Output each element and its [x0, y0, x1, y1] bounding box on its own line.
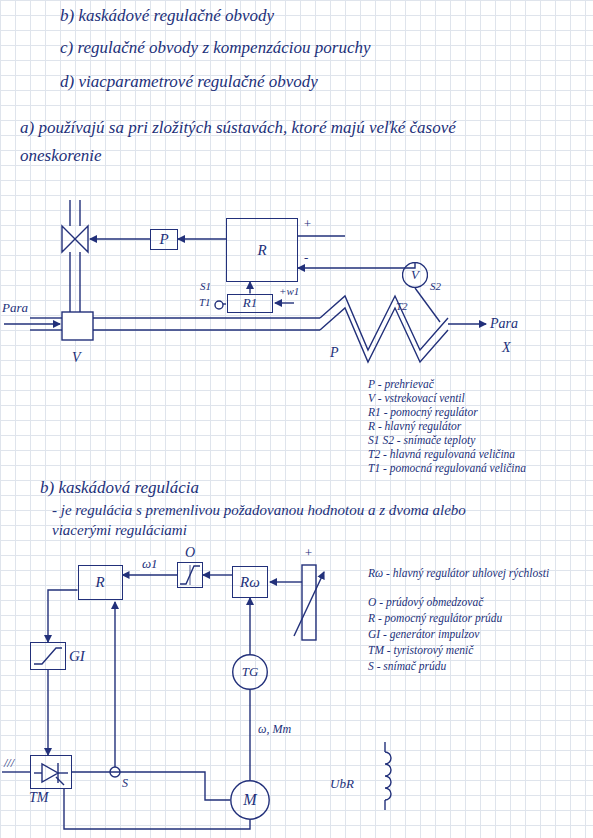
- legend-text: GI - generátor impulzov: [368, 628, 479, 640]
- node-label: Rω: [240, 574, 260, 591]
- limiter-box: O: [177, 562, 203, 588]
- current-controller-box: R: [78, 565, 123, 600]
- signal-label: UbR: [330, 776, 354, 792]
- node-label: P: [159, 231, 168, 248]
- node-label: R1: [243, 296, 257, 310]
- signal-label: -: [304, 250, 308, 266]
- node-label: V: [411, 268, 419, 282]
- connector: [123, 574, 178, 575]
- supply-wire: [2, 771, 30, 772]
- legend-text: O - prúdový obmedzovač: [368, 596, 483, 608]
- connector: [72, 772, 230, 800]
- paragraph-text: a) používajú sa pri zložitých sústavách,…: [20, 114, 490, 170]
- pulse-generator-box: GI: [30, 642, 66, 670]
- connector: [64, 789, 250, 829]
- injection-box: [62, 312, 93, 340]
- legend-text: S - snímač prúdu: [368, 660, 446, 672]
- legend-text: V - vstrekovací ventil: [368, 392, 465, 404]
- limiter-symbol: [180, 565, 200, 585]
- signal-label: T1: [199, 296, 211, 308]
- node-label: GI: [69, 648, 85, 665]
- connector: [47, 670, 48, 755]
- ramp-symbol: [34, 648, 62, 664]
- signal-label: +: [304, 545, 313, 561]
- aux-controller-box: R1: [227, 294, 273, 313]
- legend-text: P - prehrievač: [368, 378, 434, 390]
- node-label: TM: [29, 790, 48, 805]
- field-coil: [385, 742, 391, 810]
- heading-text: b) kaskádové regulačné obvody: [60, 6, 274, 26]
- setpoint-wire: [298, 235, 345, 236]
- connector: [249, 690, 250, 780]
- connector: [298, 262, 415, 268]
- heading-text: b) kaskádová regulácia: [40, 478, 199, 498]
- actuator-box: P: [150, 229, 178, 250]
- connector: [178, 238, 226, 239]
- medium-label: Para: [490, 316, 518, 332]
- part-label: V: [72, 350, 81, 366]
- node-label: M: [243, 791, 256, 809]
- tachogenerator-circle: TG: [232, 654, 268, 690]
- legend-text: T2 - hlavná regulovaná veličina: [368, 448, 515, 460]
- connector: [249, 598, 250, 654]
- node-label: O: [185, 545, 195, 560]
- heading-text: d) viacparametrové regulačné obvody: [60, 72, 318, 92]
- feedback-wire: [114, 602, 115, 767]
- paragraph-text: - je regulácia s premenlivou požadovanou…: [52, 500, 502, 540]
- signal-label: +w1: [279, 285, 299, 297]
- speed-controller-box: Rω: [232, 566, 268, 598]
- temperature-sensor: [215, 301, 223, 309]
- setpoint-wire: [275, 302, 294, 303]
- phase-mark: ///: [4, 756, 14, 771]
- node-label: R: [95, 574, 104, 591]
- connector: [249, 282, 250, 294]
- legend-text: TM - tyristorový menič: [368, 644, 473, 656]
- sensor-wire: [415, 288, 440, 322]
- signal-label: ω, Mm: [258, 722, 291, 737]
- legend-text: T1 - pomocná regulovaná veličina: [368, 462, 526, 474]
- main-controller-box: R: [226, 218, 298, 282]
- sensor-circle: V: [402, 262, 428, 288]
- heading-text: c) regulačné obvody z kompenzáciou poruc…: [60, 38, 370, 58]
- connector: [203, 574, 232, 575]
- legend-text: S1 S2 - snímače teploty: [368, 434, 475, 446]
- node-label: R: [257, 242, 266, 259]
- medium-label: Para: [2, 300, 28, 316]
- part-label: S: [122, 776, 128, 791]
- sensor-label: S1: [200, 280, 211, 292]
- signal-label: T2: [396, 300, 408, 312]
- thyristor-symbol: [34, 763, 68, 785]
- legend-text: R - pomocný regulátor prúdu: [368, 612, 502, 624]
- legend-text: Rω - hlavný regulátor uhlovej rýchlosti: [368, 566, 583, 580]
- edge-label: ω1: [140, 556, 160, 572]
- node-label: TG: [242, 665, 259, 679]
- signal-label: +: [303, 216, 312, 232]
- connector: [48, 590, 78, 642]
- legend-text: R1 - pomocný regulátor: [368, 406, 478, 418]
- motor-circle: M: [230, 780, 270, 820]
- superheater-coil: [320, 296, 486, 362]
- sensor-wire: [223, 303, 226, 304]
- legend-text: R - hlavný regulátor: [368, 420, 461, 432]
- steam-pipe: [4, 200, 320, 330]
- sensor-label: S2: [430, 280, 441, 292]
- signal-label: X: [502, 340, 511, 356]
- part-label: P: [330, 345, 339, 361]
- potentiometer-symbol: [270, 565, 324, 640]
- thyristor-converter-box: TM: [30, 755, 72, 789]
- valve-symbol: [62, 226, 150, 252]
